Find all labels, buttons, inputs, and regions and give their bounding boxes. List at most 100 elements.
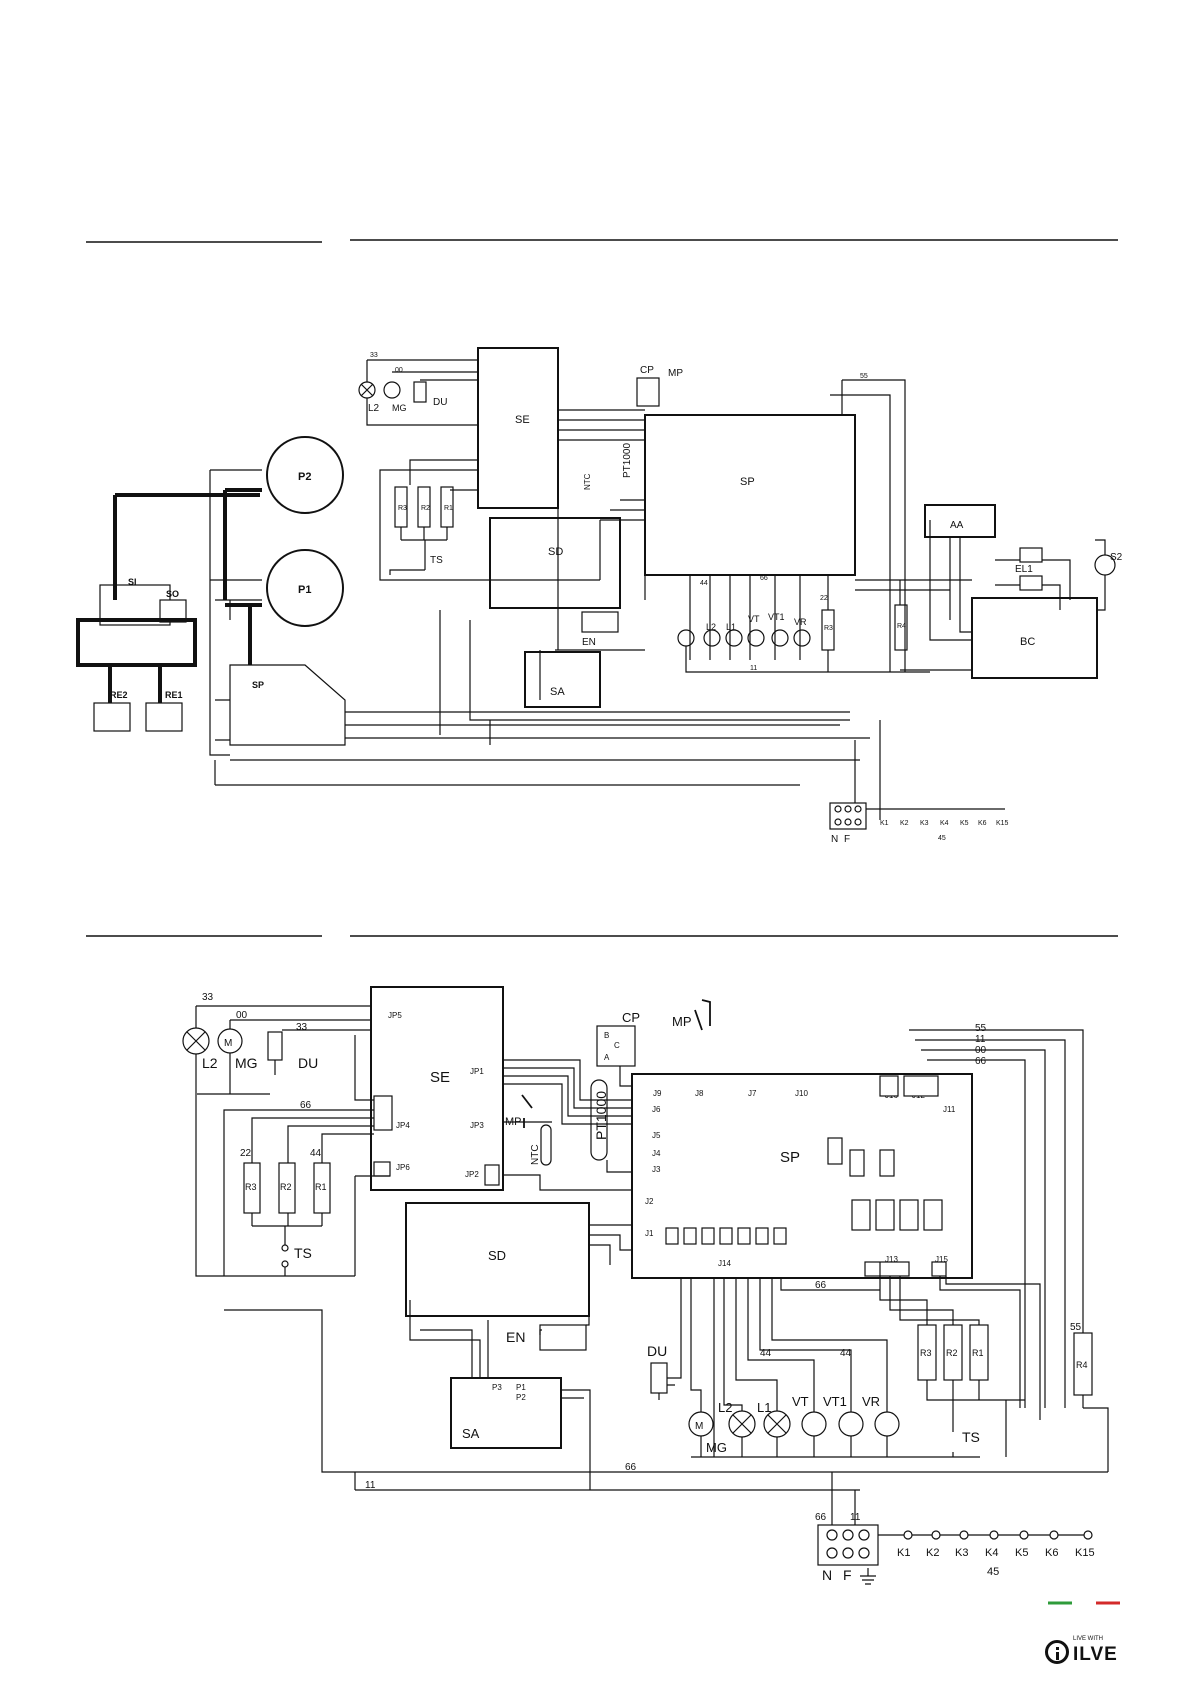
key-k5: K5 [1015, 1547, 1028, 1559]
key-k6: K6 [1045, 1547, 1058, 1559]
motor-du [413, 381, 427, 403]
pump-p2-label: P2 [298, 471, 311, 483]
jp6-label: JP6 [396, 1163, 410, 1172]
r4-label: R4 [1076, 1360, 1088, 1370]
j3-label: J3 [652, 1165, 661, 1174]
fan-vr [874, 1411, 900, 1437]
jp1-label: JP1 [470, 1067, 484, 1076]
en-label: EN [506, 1329, 525, 1345]
j10-label: J10 [795, 1089, 808, 1098]
board-sd [489, 517, 621, 609]
r4-label: R4 [897, 623, 906, 630]
diagram-2: SE JP5 JP4 JP6 JP1 JP3 JP2 SP J9 [182, 986, 1109, 1585]
fan-vt [747, 629, 765, 647]
info-icon [1045, 1640, 1069, 1664]
term-pin [834, 818, 842, 826]
re1-label: RE1 [165, 690, 183, 700]
el1-label: EL1 [1015, 564, 1033, 575]
resistor-r4 [894, 604, 908, 651]
sa-pin-p2: P2 [516, 1393, 526, 1402]
board-sa [524, 651, 601, 708]
sd-label: SD [548, 546, 563, 558]
pt1000-label: PT1000 [593, 1091, 609, 1140]
sp-label: SP [780, 1149, 800, 1166]
vt1-label: VT1 [768, 612, 785, 622]
wire-code: 66 [760, 575, 768, 582]
mp-switch [694, 999, 711, 1031]
board-sp [644, 414, 856, 576]
re2-label: RE2 [110, 690, 128, 700]
sp-relays [665, 1137, 943, 1245]
ts-right-label: TS [962, 1429, 980, 1445]
j15-label: J15 [935, 1255, 948, 1264]
jp6-connector [373, 1161, 391, 1177]
lamp-l2-2 [703, 629, 721, 647]
harness [76, 488, 262, 670]
wire-code: 00 [395, 367, 403, 374]
pump-p1-label: P1 [298, 584, 311, 596]
ts-contact [281, 1244, 289, 1252]
wire-code: 66 [815, 1512, 827, 1523]
wire-code: 11 [750, 665, 757, 672]
ts-label: TS [294, 1245, 312, 1261]
si-label: SI [128, 577, 137, 587]
ntc-probe [540, 1124, 552, 1166]
key-k15: K15 [1075, 1547, 1095, 1559]
term-pin [826, 1547, 838, 1559]
key-k2: K2 [900, 820, 909, 827]
jp4-connector [373, 1095, 393, 1131]
ntc-label: NTC [530, 1144, 541, 1165]
j12-connector [903, 1075, 939, 1097]
relay-re1 [145, 702, 183, 732]
harness-relay [108, 665, 162, 703]
key-k4: K4 [940, 820, 949, 827]
j1-label: J1 [645, 1229, 654, 1238]
j13-connector [864, 1261, 910, 1277]
motor-mg-m: M [224, 1038, 232, 1049]
key-k1: K1 [880, 820, 889, 827]
motor-du-right [650, 1362, 668, 1394]
j9-label: J9 [653, 1089, 662, 1098]
mp-label: MP [672, 1014, 692, 1029]
l1-label: L1 [757, 1400, 771, 1415]
wire-code: 00 [975, 1045, 987, 1056]
wire-code: 66 [625, 1462, 637, 1473]
wire-code: 44 [760, 1348, 772, 1359]
fan-vt1 [838, 1411, 864, 1437]
brand-name: ILVE [1073, 1644, 1118, 1665]
vt-label: VT [792, 1394, 809, 1409]
mp-contact [521, 1094, 533, 1128]
terminal-f: F [843, 1567, 852, 1583]
wire-code: 33 [296, 1022, 308, 1033]
term-pin [842, 1547, 854, 1559]
so-label: SO [166, 589, 179, 599]
bc-label: BC [1020, 636, 1035, 648]
j2-label: J2 [645, 1197, 654, 1206]
jp2-label: JP2 [465, 1170, 479, 1179]
board-sd [405, 1202, 590, 1317]
wire-code: 55 [860, 373, 868, 380]
term-pin [834, 805, 842, 813]
l2-label: L2 [202, 1055, 218, 1071]
el1-top [1019, 547, 1043, 563]
r1-right-label: R1 [972, 1348, 984, 1358]
mp-label: MP [668, 368, 683, 379]
vr-label: VR [862, 1394, 880, 1409]
r1-label: R1 [315, 1182, 327, 1192]
wire-code: 44 [840, 1348, 852, 1359]
cp-pin-c: C [614, 1041, 620, 1050]
wire-code: 44 [310, 1148, 322, 1159]
module-sp-small [229, 664, 346, 746]
key-k3: K3 [955, 1547, 968, 1559]
motor-mg [383, 381, 401, 399]
board-sa [450, 1377, 562, 1449]
r2-label: R2 [421, 505, 430, 512]
wire-code: 66 [300, 1100, 312, 1111]
sd-label: SD [488, 1248, 506, 1263]
key-dots [903, 1530, 1093, 1540]
wire-code: 00 [236, 1010, 248, 1021]
mg-label: MG [235, 1055, 258, 1071]
aa-label: AA [950, 520, 964, 531]
el1-bottom [1019, 575, 1043, 591]
wire-code: 55 [1070, 1322, 1082, 1333]
